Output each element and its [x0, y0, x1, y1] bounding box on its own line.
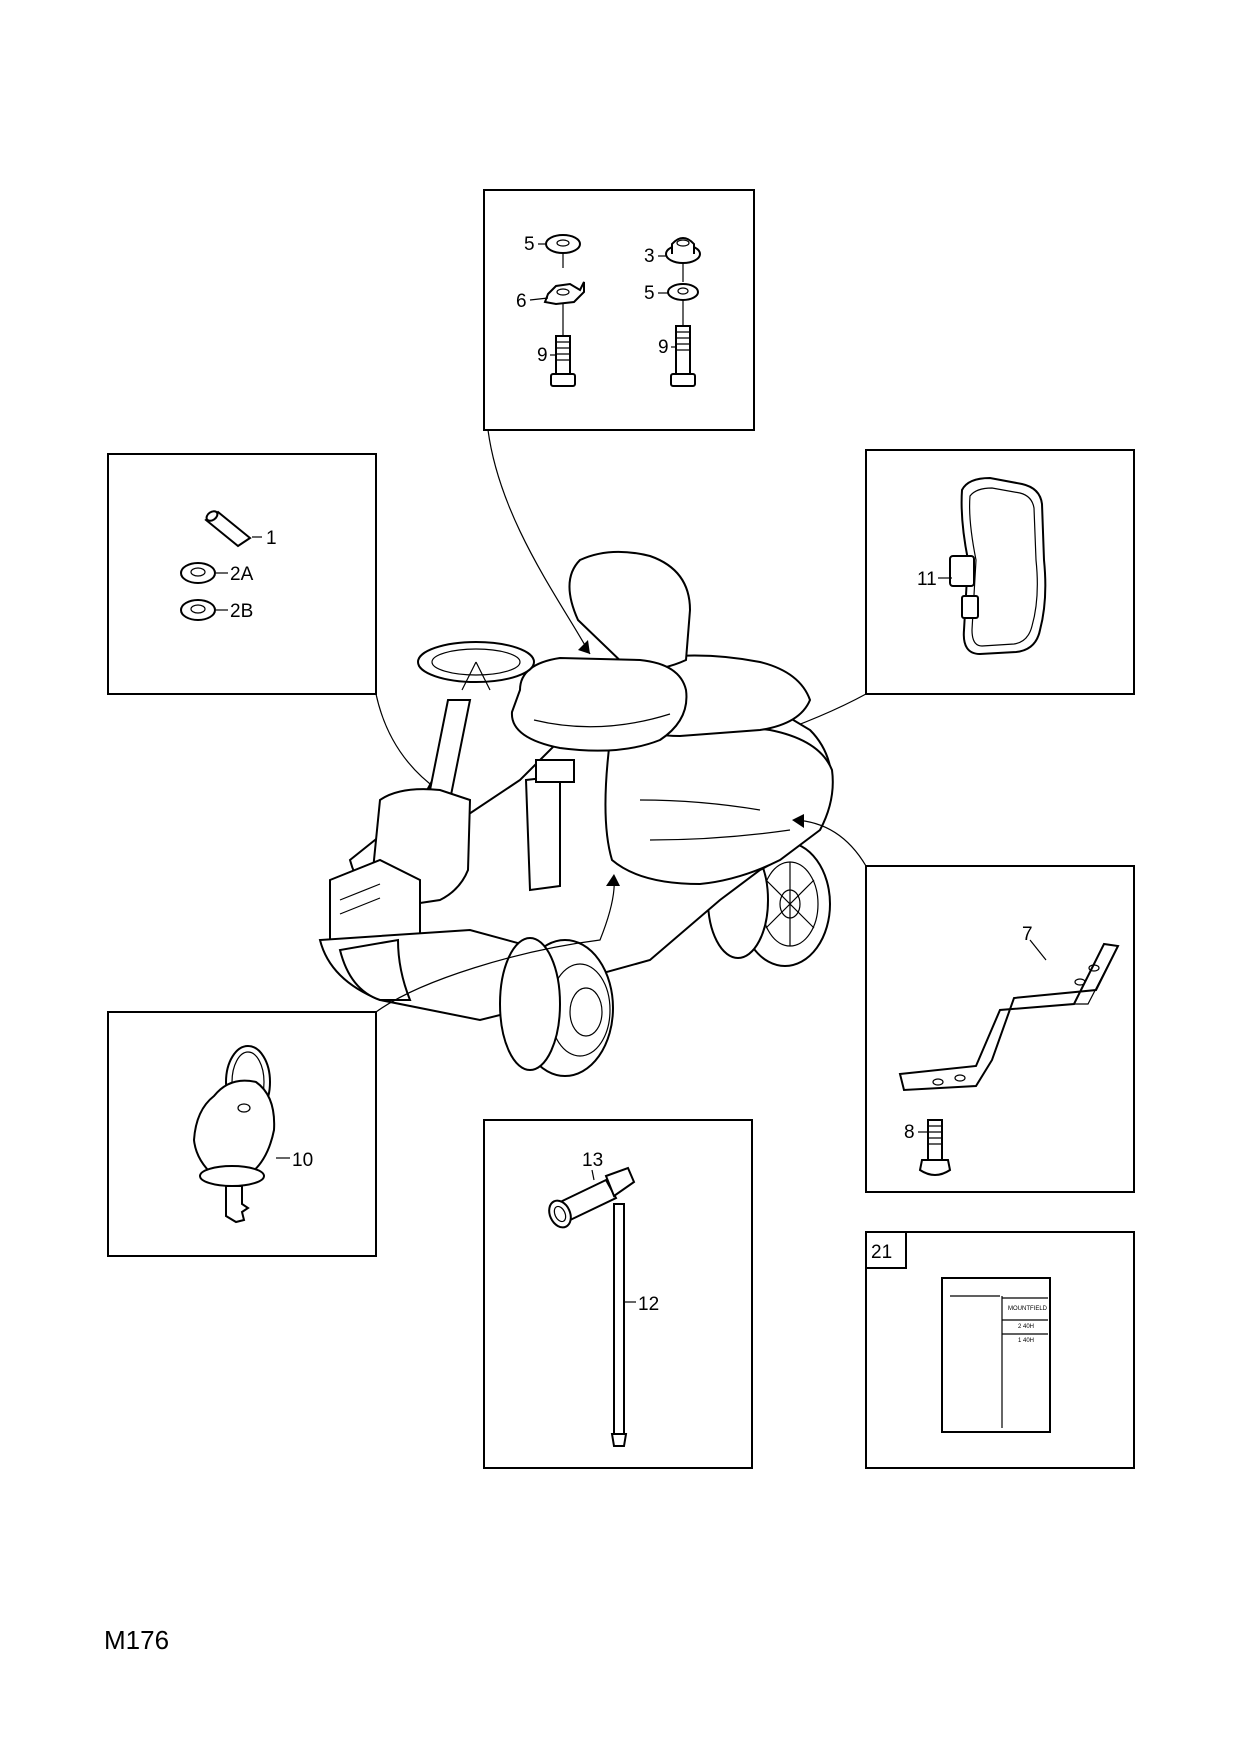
callout-1: 1: [266, 528, 277, 549]
wing-nut-6: [543, 281, 585, 306]
bolt-9-left: [550, 335, 576, 387]
bolt-9-right: [670, 325, 696, 387]
callout-21-box: [865, 1231, 907, 1269]
callout-8: 8: [904, 1122, 915, 1143]
panel-manual: 21 MOUNTFIELD 2 40H 1 40H: [865, 1231, 1135, 1469]
leader-to-pedal: [375, 693, 439, 791]
callout-5-left: 5: [524, 234, 535, 255]
callout-2b: 2B: [230, 601, 253, 622]
panel-frame-manual: [865, 1231, 1135, 1469]
panel-tools: 13 12: [483, 1119, 753, 1469]
callout-7: 7: [1022, 924, 1033, 945]
bolt-8: [918, 1119, 952, 1176]
panel-pin-washers: 1 2A 2B: [107, 453, 439, 791]
page-code: M176: [104, 1625, 170, 1655]
callout-10: 10: [292, 1150, 313, 1171]
tommy-bar-12: [610, 1203, 628, 1447]
bracket-7: [898, 942, 1120, 1092]
cap-nut-3: [665, 237, 701, 264]
panel-frame-key: [107, 1011, 377, 1257]
panel-frame-tools: [483, 1119, 753, 1469]
pin-1: [204, 510, 252, 548]
manual-line2: 1 40H: [1018, 1338, 1034, 1344]
callout-3: 3: [644, 246, 655, 267]
callout-9-left: 9: [537, 345, 548, 366]
leader-to-ignition: [375, 877, 615, 1013]
spark-plug-spanner-13: [548, 1166, 636, 1229]
washer-5-right: [667, 283, 699, 301]
callout-12: 12: [638, 1294, 659, 1315]
washer-2b: [180, 599, 216, 621]
callout-2a: 2A: [230, 564, 254, 585]
callout-21: 21: [871, 1242, 892, 1263]
battery-strap-11: [949, 476, 1047, 656]
callout-13: 13: [582, 1150, 603, 1171]
callout-5-right: 5: [644, 283, 655, 304]
leader-to-seat: [487, 429, 591, 655]
washer-5-left: [545, 234, 581, 254]
callout-11: 11: [917, 569, 937, 590]
panel-frame-bracket: [865, 865, 1135, 1193]
manual-brand: MOUNTFIELD: [1008, 1306, 1048, 1312]
panel-bracket: 7 8: [792, 814, 1135, 1193]
panel-frame-right-top: [865, 449, 1135, 695]
ignition-key-10: [192, 1045, 276, 1224]
callout-6: 6: [516, 291, 527, 312]
ride-on-mower: [318, 550, 834, 1077]
washer-2a: [180, 562, 216, 584]
manual-line1: 2 40H: [1018, 1324, 1034, 1330]
panel-frame: [483, 189, 755, 431]
panel-seat-fixings: 5 6 9 3 5 9: [483, 189, 755, 655]
owners-manual-21: MOUNTFIELD 2 40H 1 40H: [941, 1277, 1051, 1433]
panel-frame-left: [107, 453, 377, 695]
callout-9-right: 9: [658, 337, 669, 358]
panel-ignition-key: 10: [107, 874, 620, 1257]
